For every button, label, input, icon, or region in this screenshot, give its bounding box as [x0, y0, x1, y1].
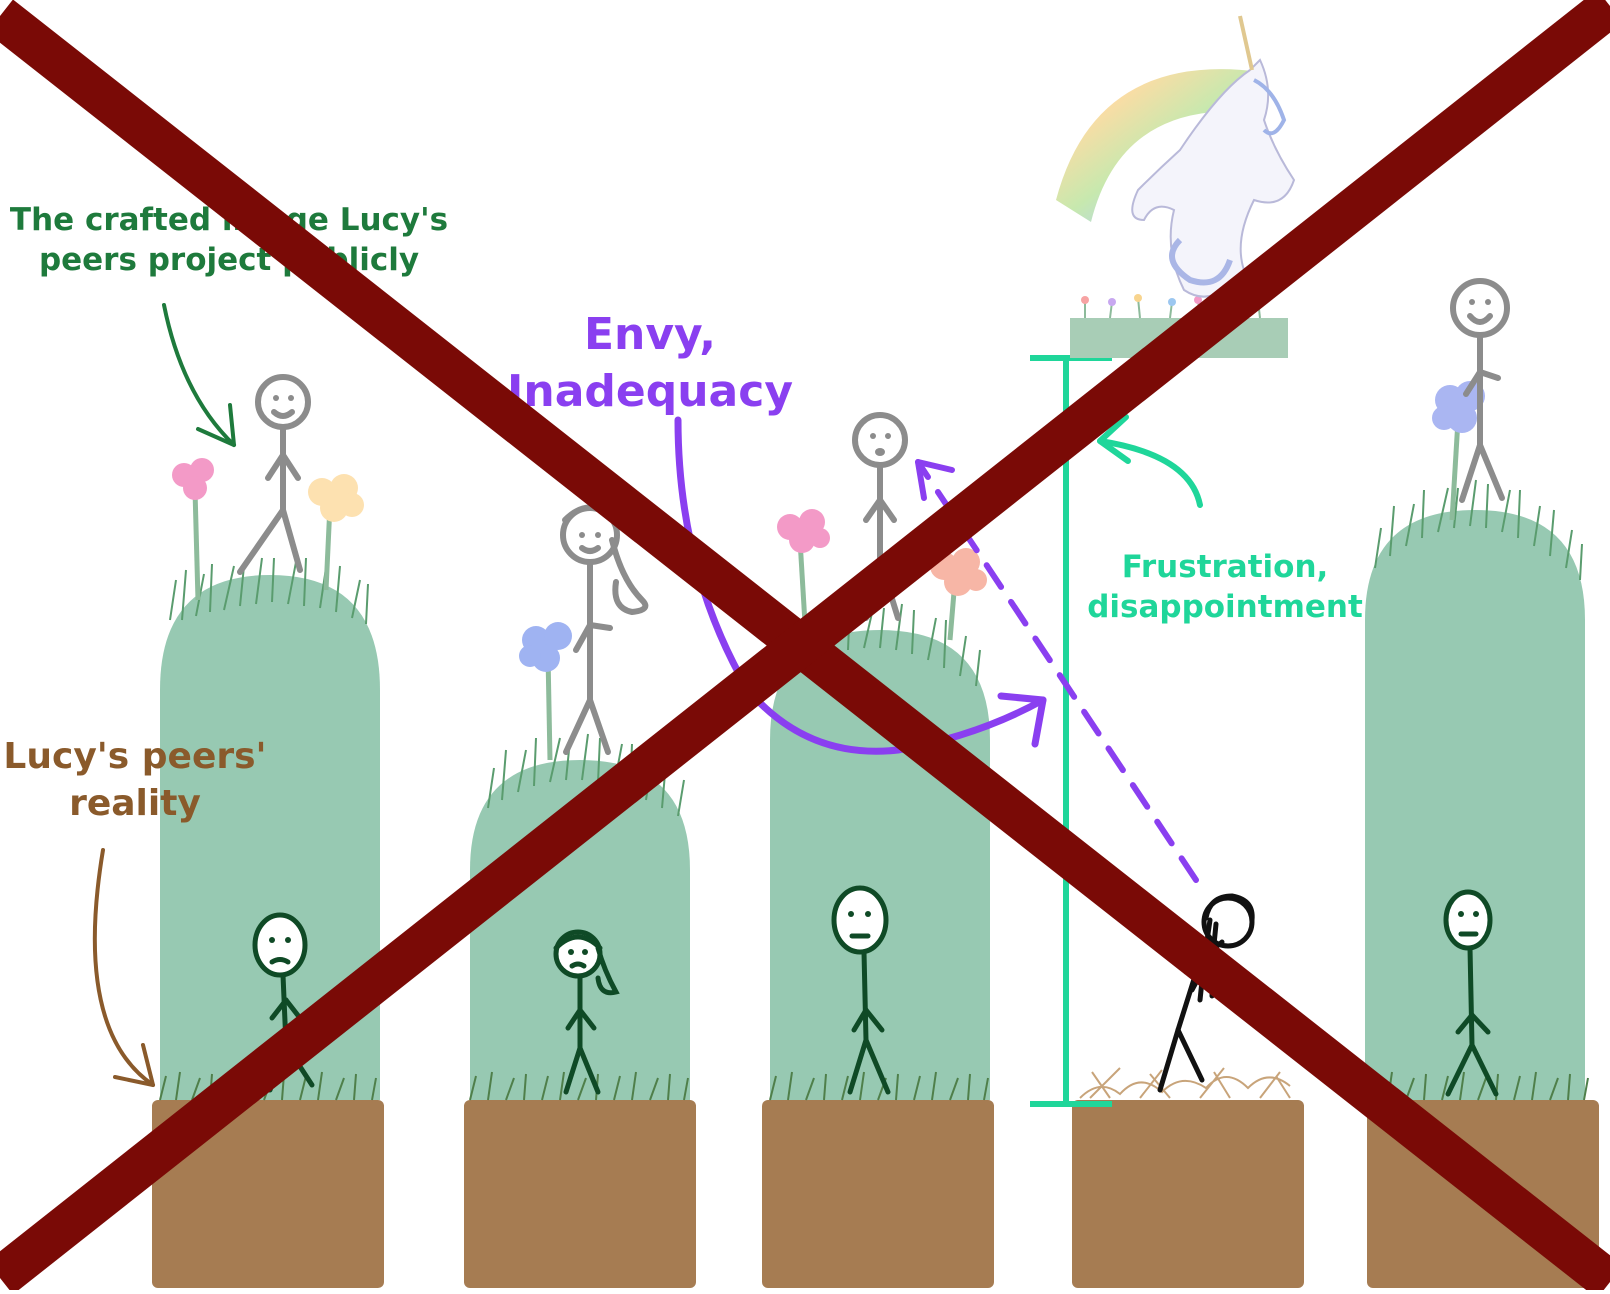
peer-column-3 [762, 412, 994, 1288]
lucy-soil-block [1072, 1100, 1304, 1288]
flower-icon [519, 622, 572, 761]
peer-image-figure-1 [237, 374, 311, 575]
frustration-label-line-1: Frustration, [1121, 549, 1329, 585]
frustration-arrow [1097, 414, 1203, 508]
flower-icon [172, 458, 214, 601]
crafted-image-arrow [162, 303, 236, 447]
peers-reality-label-line-1: Lucy's peers' [3, 736, 267, 777]
crafted-image-label: The crafted image Lucy's peers project p… [4, 200, 454, 281]
dry-grass [1079, 1067, 1291, 1099]
soil-block-2 [464, 1100, 696, 1288]
peer-image-figure-2 [560, 504, 649, 755]
peers-reality-label: Lucy's peers' reality [0, 734, 270, 828]
peer-image-figure-3 [852, 412, 908, 621]
expectation-platform [1070, 294, 1288, 358]
flower-icon [777, 509, 830, 641]
flower-icon [930, 548, 987, 641]
frustration-label-line-2: disappointment [1087, 589, 1363, 626]
lucy-figure [1157, 893, 1255, 1093]
rainbow-unicorn-icon [1056, 15, 1296, 298]
crafted-image-label-line-2: peers project publicly [38, 242, 420, 279]
peers-reality-arrow [92, 848, 155, 1087]
envy-label: Envy, Inadequacy [490, 306, 810, 420]
crafted-image-label-line-1: The crafted image Lucy's [9, 202, 449, 238]
envy-label-line-1: Envy, [583, 309, 717, 360]
peer-column-2 [464, 504, 696, 1288]
peers-reality-label-line-2: reality [69, 782, 201, 824]
crafted-image-pillar-5 [1365, 510, 1585, 1100]
envy-label-line-2: Inadequacy [507, 366, 793, 418]
frustration-label: Frustration, disappointment [1060, 547, 1390, 628]
soil-block-3 [762, 1100, 994, 1288]
soil-block-1 [152, 1100, 384, 1288]
peer-column-5 [1365, 278, 1599, 1288]
lucy-column [1030, 15, 1304, 1288]
soil-block-5 [1367, 1100, 1599, 1288]
peer-column-1 [152, 374, 384, 1288]
flower-icon [308, 474, 364, 591]
crafted-image-pillar-1 [160, 575, 380, 1100]
